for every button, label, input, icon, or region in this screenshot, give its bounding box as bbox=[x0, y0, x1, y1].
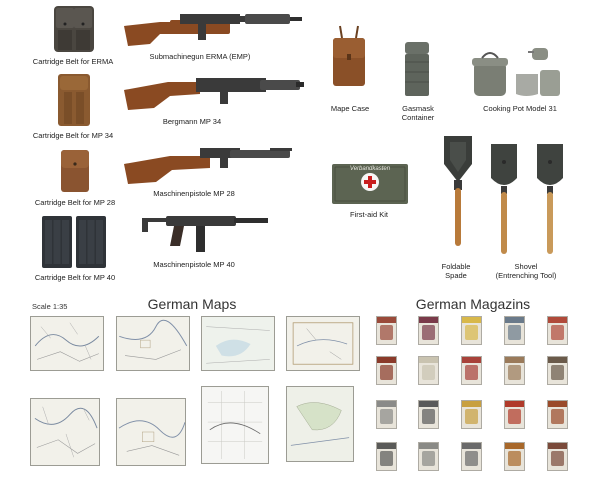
cartridge-belt-mp28-image bbox=[58, 148, 92, 194]
shovel-label: Shovel (Entrenching Tool) bbox=[495, 262, 557, 280]
magazine-cover bbox=[504, 400, 525, 429]
smg-erma-label: Submachinegun ERMA (EMP) bbox=[149, 52, 251, 61]
cartridge-belt-mp40-image bbox=[40, 214, 108, 270]
magazine-cover bbox=[418, 316, 439, 345]
smg-mp40-image bbox=[138, 208, 273, 256]
cartridge-belt-mp34-image bbox=[56, 72, 92, 128]
magazine-cover bbox=[547, 400, 568, 429]
cooking-pot-image bbox=[468, 44, 564, 100]
magazine-cover bbox=[376, 316, 397, 345]
smg-mp28-label: Maschinenpistole MP 28 bbox=[153, 189, 235, 198]
magazine-cover bbox=[547, 356, 568, 385]
magazine-cover bbox=[547, 316, 568, 345]
first-aid-kit-image: Verbandkasten bbox=[331, 163, 409, 205]
magazine-cover bbox=[461, 356, 482, 385]
magazine-cover bbox=[418, 442, 439, 471]
smg-mp28-image bbox=[120, 140, 295, 186]
magazine-cover bbox=[461, 442, 482, 471]
magazine-cover bbox=[504, 316, 525, 345]
gasmask-container-image bbox=[402, 40, 432, 98]
first-aid-kit-label: First-aid Kit bbox=[350, 210, 388, 219]
maps-scale-label: Scale 1:35 bbox=[32, 302, 68, 311]
magazine-cover bbox=[504, 356, 525, 385]
magazines-heading: German Magazins bbox=[415, 296, 531, 312]
magazine-cover bbox=[461, 316, 482, 345]
map-8 bbox=[286, 386, 354, 462]
gasmask-container-label: Gasmask Container bbox=[401, 104, 435, 122]
magazine-cover bbox=[461, 400, 482, 429]
map-3 bbox=[201, 316, 275, 371]
foldable-spade-label: Foldable Spade bbox=[441, 262, 471, 280]
shovel-2-image bbox=[534, 142, 566, 258]
map-case-label: Mape Case bbox=[330, 104, 370, 113]
magazine-cover bbox=[376, 442, 397, 471]
map-7 bbox=[201, 386, 269, 464]
magazine-cover bbox=[547, 442, 568, 471]
smg-erma-image bbox=[120, 8, 305, 48]
foldable-spade-image bbox=[440, 134, 476, 250]
magazine-cover bbox=[504, 442, 525, 471]
cartridge-belt-mp34-label: Cartridge Belt for MP 34 bbox=[32, 131, 114, 140]
first-aid-box-text: Verbandkasten bbox=[349, 166, 391, 172]
map-5 bbox=[30, 398, 100, 466]
map-1 bbox=[30, 316, 104, 371]
smg-mp40-label: Maschinenpistole MP 40 bbox=[153, 260, 235, 269]
magazine-cover bbox=[418, 400, 439, 429]
magazine-cover bbox=[418, 356, 439, 385]
map-6 bbox=[116, 398, 186, 466]
cooking-pot-label: Cooking Pot Model 31 bbox=[483, 104, 557, 113]
cartridge-belt-erma-label: Cartridge Belt for ERMA bbox=[32, 57, 114, 66]
cartridge-belt-erma-image bbox=[52, 4, 96, 54]
magazine-cover bbox=[376, 356, 397, 385]
cartridge-belt-mp40-label: Cartridge Belt for MP 40 bbox=[34, 273, 116, 282]
smg-bergmann-label: Bergmann MP 34 bbox=[162, 117, 222, 126]
cartridge-belt-mp28-label: Cartridge Belt for MP 28 bbox=[34, 198, 116, 207]
magazine-cover bbox=[376, 400, 397, 429]
smg-bergmann-image bbox=[120, 68, 305, 114]
map-2 bbox=[116, 316, 190, 371]
map-4 bbox=[286, 316, 360, 371]
shovel-1-image bbox=[488, 142, 520, 258]
map-case-image bbox=[330, 24, 368, 90]
maps-heading: German Maps bbox=[147, 296, 237, 312]
